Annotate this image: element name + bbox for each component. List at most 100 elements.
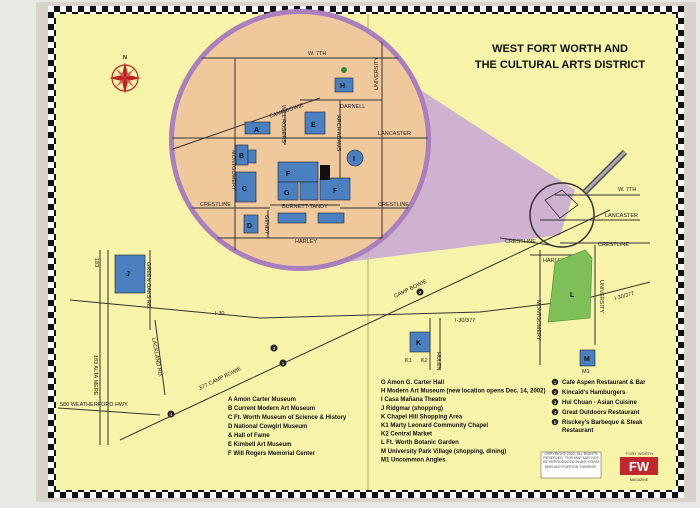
legend-entry: K1 Marty Leonard Community Chapel xyxy=(381,423,488,429)
legend-entry: Great Outdoors Restaurant xyxy=(562,410,639,416)
inset-building-g-label: G xyxy=(284,190,290,197)
marker-k-label: K xyxy=(416,340,421,347)
legend-middle: G Amon G. Carter Hall H Modern Art Museum… xyxy=(381,380,545,463)
inset-building-a-label: A xyxy=(254,127,259,134)
legend-entry: & Hall of Fame xyxy=(228,433,270,439)
inset-restaurant-icon xyxy=(341,67,347,73)
legend-entry: Restaurant xyxy=(562,428,593,434)
inset-road-arch-adams: ARCH ADAMS xyxy=(335,115,341,152)
marker-m-label: M xyxy=(584,356,590,363)
magazine-logo: FORT WORTH FW MAGAZINE xyxy=(620,451,658,482)
restaurant-marker-3[interactable]: 3 xyxy=(270,344,278,352)
legend-entry: Risckey's Barbeque & Steak xyxy=(562,420,643,426)
road-label-crestline-2: CRESTLINE xyxy=(598,242,629,248)
inset-building-c-label: C xyxy=(242,186,247,193)
inset-map xyxy=(174,14,426,266)
road-label-hulen: HULEN xyxy=(435,352,441,371)
inset-building-b[interactable]: B xyxy=(235,144,257,166)
road-label-i30: I-30 xyxy=(215,311,224,317)
inset-building-d-label: D xyxy=(247,223,252,230)
inset-road-university: UNIVERSITY xyxy=(374,57,380,90)
restaurant-marker-2[interactable]: 2 xyxy=(416,288,424,296)
legend-entry: M University Park Village (shopping, din… xyxy=(381,449,506,455)
magazine-logo-text: FW xyxy=(629,459,650,474)
inset-building-i[interactable]: I xyxy=(346,149,364,167)
legend-entry: F Will Rogers Memorial Center xyxy=(228,451,316,457)
road-label-crestline: CRESTLINE xyxy=(505,239,536,245)
inset-building-e[interactable]: E xyxy=(304,111,326,135)
title-line-2: THE CULTURAL ARTS DISTRICT xyxy=(475,59,646,71)
inset-building-c[interactable]: C xyxy=(235,171,257,203)
road-label-183: 183 xyxy=(93,258,99,267)
inset-building-d[interactable]: D xyxy=(243,214,259,234)
road-label-alta-mere: 183 ALTA MERE xyxy=(92,355,98,396)
inset-road-gendy: GENDY xyxy=(263,215,269,235)
legend-number-dot xyxy=(551,418,559,426)
road-label-i30-377: I-30/377 xyxy=(455,318,475,324)
legend-entry: K Chapel Hill Shopping Area xyxy=(381,414,463,420)
inset-road-lancaster: LANCASTER xyxy=(378,131,411,137)
legend-entry: C Ft. Worth Museum of Science & History xyxy=(228,415,347,421)
marker-l-label: L xyxy=(570,292,575,299)
legend-entry: Kincaid's Hamburgers xyxy=(562,390,626,396)
legend-number-dot xyxy=(551,408,559,416)
inset-building-f1-label: F xyxy=(286,171,291,178)
marker-m1-label: M1 xyxy=(582,369,590,375)
magnifier-icon xyxy=(529,149,628,248)
road-label-w7th: W. 7TH xyxy=(618,187,636,193)
inset-building-f2-label: F xyxy=(333,188,338,195)
legend-right: 1 Cafe Aspen Restaurant & Bar 2 Kincaid's H… xyxy=(551,378,646,434)
marker-k1-label: K1 xyxy=(405,358,412,364)
inset-road-crestline-2: CRESTLINE xyxy=(378,202,409,208)
legend-number: 1 xyxy=(554,380,557,385)
restaurant-marker-3-label: 3 xyxy=(273,346,276,351)
legend-number-dot xyxy=(551,388,559,396)
inset-building-f-g[interactable]: F G F xyxy=(277,161,351,224)
marker-j[interactable]: J xyxy=(114,254,146,294)
marker-k[interactable]: K xyxy=(409,331,431,353)
restaurant-marker-1-label: 1 xyxy=(282,361,285,366)
compass-rose-icon xyxy=(109,62,141,94)
inset-building-h-label: H xyxy=(340,83,345,90)
inset-building-a[interactable]: A xyxy=(244,121,271,135)
legend-number: 3 xyxy=(554,400,557,405)
legend-number-dot xyxy=(551,398,559,406)
restaurant-marker-4[interactable]: 4 xyxy=(167,410,175,418)
legend-entry: Cafe Aspen Restaurant & Bar xyxy=(562,380,646,386)
restaurant-marker-4-label: 4 xyxy=(170,412,173,417)
legend-number: 5 xyxy=(554,420,557,425)
inset-building-h[interactable]: H xyxy=(334,77,354,93)
legend-entry: I Casa Mañana Theatre xyxy=(381,397,447,403)
road-label-university: UNIVERSITY xyxy=(598,280,604,313)
legend-entry: A Amon Carter Museum xyxy=(228,397,296,403)
magazine-tag: FORT WORTH xyxy=(626,451,653,456)
legend-number: 2 xyxy=(554,390,557,395)
legend-entry: K2 Central Market xyxy=(381,432,432,438)
legend-entry: L Ft. Worth Botanic Garden xyxy=(381,440,459,446)
copyright-container: COPYRIGHT 2002, ALL RIGHTS RESERVED. THI… xyxy=(543,452,599,469)
road-label-montgomery: MONTGOMERY xyxy=(535,300,541,341)
road-label-lancaster: LANCASTER xyxy=(605,213,638,219)
marker-j-label: J xyxy=(126,271,130,278)
copyright-text: COPYRIGHT 2002, ALL RIGHTS RESERVED. THI… xyxy=(543,452,599,469)
road-label-harley: HARLEY xyxy=(543,258,565,264)
inset-building-b-label: B xyxy=(239,153,244,160)
legend-entry: H Modern Art Museum (new location opens … xyxy=(381,389,545,395)
compass-north-label: N xyxy=(123,55,127,61)
road-label-i30-377-east: I-30/377 xyxy=(614,291,635,302)
inset-building-i-label: I xyxy=(353,156,355,163)
marker-m[interactable]: M xyxy=(579,349,596,367)
inset-road-burnett-tandy: BURNETT-TANDY xyxy=(282,204,328,210)
restaurant-marker-2-label: 2 xyxy=(419,290,422,295)
restaurant-marker-1[interactable]: 1 xyxy=(279,359,287,367)
marker-l-botanic-garden[interactable]: L xyxy=(547,249,593,323)
legend-entry: G Amon G. Carter Hall xyxy=(381,380,444,386)
road-label-green-oaks: GREEN OAKS RD. xyxy=(145,262,151,310)
inset-road-harley: HARLEY xyxy=(295,239,317,245)
inset-road-crestline: CRESTLINE xyxy=(200,202,231,208)
magazine-sub: MAGAZINE xyxy=(630,478,649,482)
marker-k2-label: K2 xyxy=(421,358,428,364)
main-roads xyxy=(57,194,651,445)
legend-entry: Hui Chuan - Asian Cuisine xyxy=(562,400,637,406)
